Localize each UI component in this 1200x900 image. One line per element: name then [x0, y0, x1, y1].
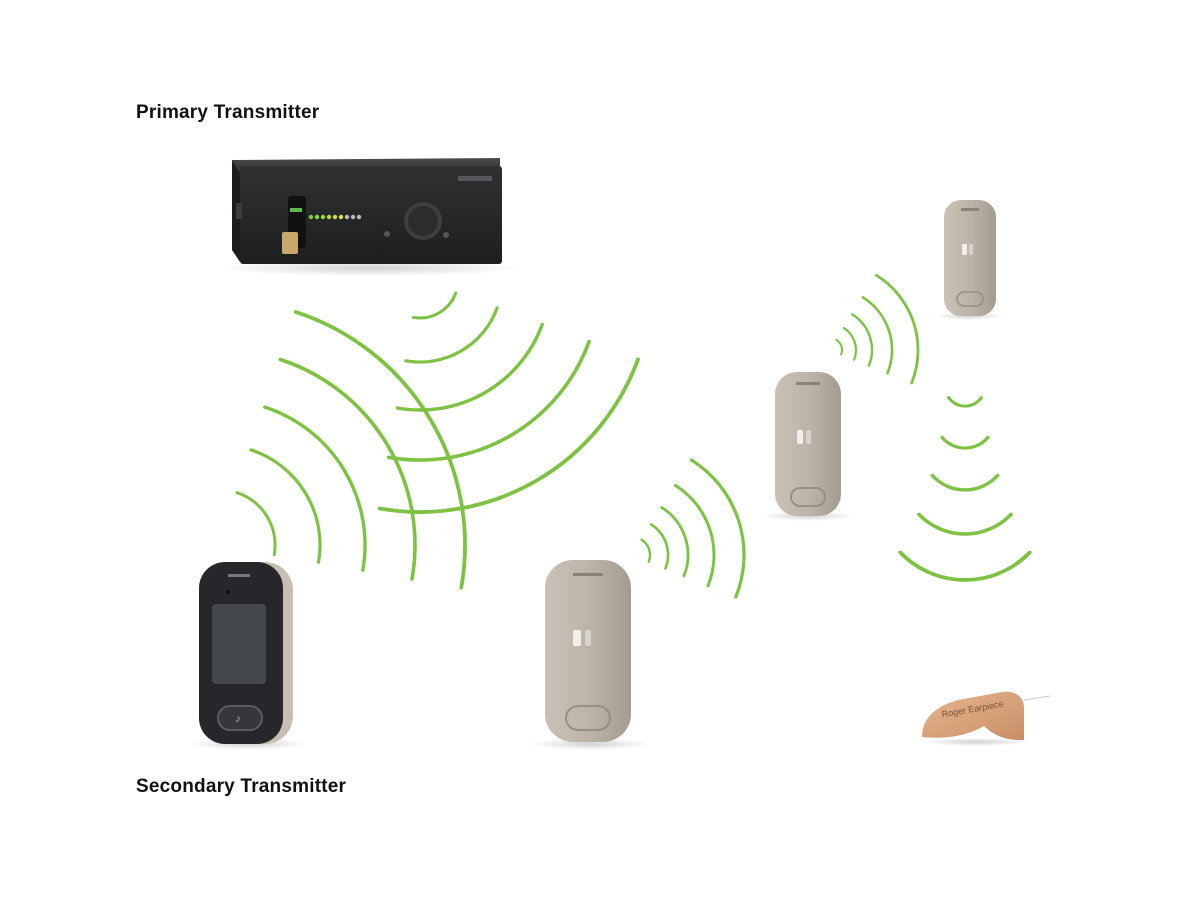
signal-wave-arc [249, 448, 322, 564]
signal-wave-arc [947, 396, 983, 408]
signal-waves [235, 274, 1032, 599]
svg-text:♪: ♪ [235, 713, 241, 725]
base-station-icon [220, 158, 520, 276]
signal-wave-arc [640, 538, 652, 563]
signal-wave-arc [930, 473, 1000, 492]
signal-wave-arc [689, 458, 746, 599]
signal-wave-arc [835, 338, 843, 356]
signal-wave-arc [674, 484, 716, 588]
signal-wave-arc [842, 326, 858, 361]
signal-wave-arc [263, 405, 367, 572]
pendant-microphone-icon [762, 372, 854, 521]
pendant-microphone-icon [530, 560, 650, 750]
signal-wave-arc [649, 523, 670, 570]
level-meter-leds [308, 214, 362, 220]
pendant-microphone-icon [936, 200, 1004, 320]
signal-wave-arc [404, 306, 499, 364]
signal-wave-arc [377, 357, 640, 514]
signal-wave-arc [235, 491, 277, 557]
signal-wave-arc [278, 357, 417, 581]
earpiece-icon: Roger Earpiece [921, 691, 1051, 746]
signal-wave-arc [940, 435, 990, 450]
secondary-transmitter-label: Secondary Transmitter [136, 776, 347, 797]
signal-wave-arc [861, 296, 894, 375]
primary-transmitter-label: Primary Transmitter [136, 102, 320, 123]
signal-wave-arc [411, 291, 458, 320]
signal-wave-arc [851, 313, 874, 367]
handheld-microphone-icon: ♪ [188, 562, 308, 750]
signal-wave-arc [293, 310, 467, 590]
signal-wave-arc [386, 339, 591, 462]
signal-wave-arc [898, 550, 1032, 582]
signal-wave-arc [660, 506, 690, 578]
signal-wave-arc [875, 274, 920, 385]
signal-wave-arc [395, 322, 544, 412]
signal-wave-arc [917, 512, 1013, 536]
